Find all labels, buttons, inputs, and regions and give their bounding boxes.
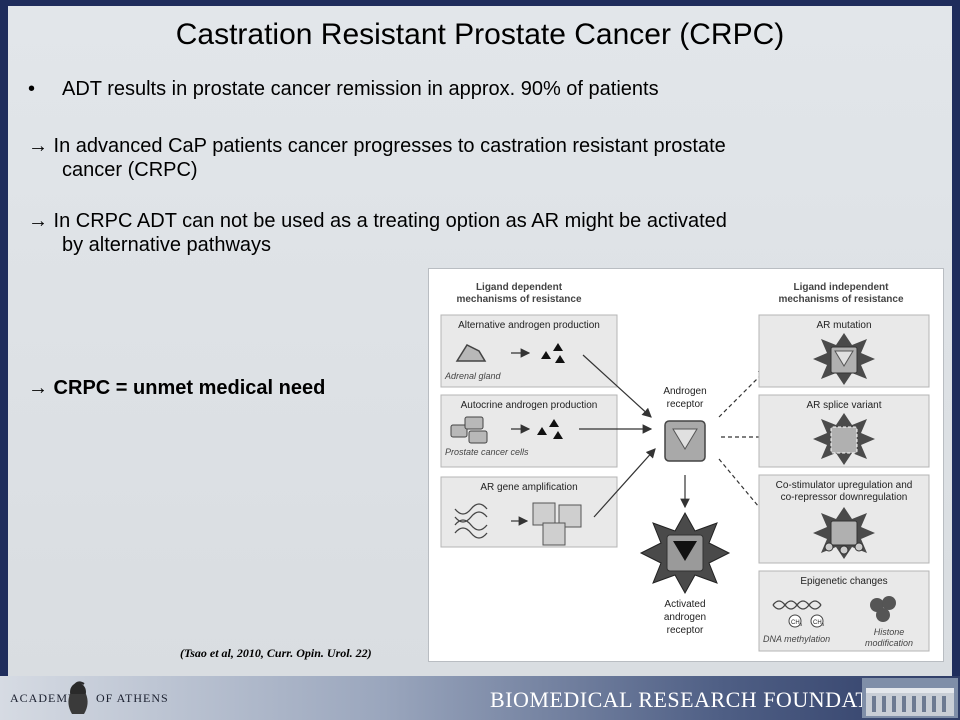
footer-academy: ACADEMY [10, 691, 78, 705]
ch3-sub-1: 3 [800, 622, 803, 627]
left-header-line1: Ligand dependent [476, 282, 563, 293]
arrow-box3-to-receptor [593, 448, 656, 518]
costimulator-receptor-icon [830, 520, 858, 546]
box2-title: Autocrine androgen production [461, 400, 598, 411]
arrow-bullet-crpc-adt: → In CRPC ADT can not be used as a treat… [28, 210, 727, 232]
r4-title: Epigenetic changes [800, 576, 887, 587]
footer-of-athens: OF ATHENS [96, 691, 169, 705]
r2-title: AR splice variant [806, 400, 881, 411]
athena-logo-icon [68, 681, 88, 714]
ch3-label-1: CH [791, 620, 800, 626]
activated-label-line2: androgen [664, 612, 706, 623]
arrow-bullet-unmet-need: → CRPC = unmet medical need [28, 377, 326, 399]
activated-label-line3: receptor [667, 625, 704, 636]
ch3-badge-1 [788, 614, 802, 628]
citation: (Tsao et al, 2010, Curr. Opin. Urol. 22) [180, 646, 372, 660]
ch3-sub-2: 3 [822, 622, 825, 627]
dna-strand-icon [454, 503, 488, 539]
arrow-box1-to-receptor [582, 354, 652, 418]
arrow-bullet-advanced-cap: → In advanced CaP patients cancer progre… [28, 135, 726, 157]
box3-title: AR gene amplification [480, 482, 577, 493]
activated-label-line1: Activated [664, 599, 705, 610]
bound-androgen-icon [673, 541, 697, 561]
right-header-line2: mechanisms of resistance [778, 294, 903, 305]
r1-title: AR mutation [816, 320, 871, 331]
footer-foundation-name: BIOMEDICAL RESEARCH FOUNDATION [490, 687, 910, 712]
histone-icon-3 [876, 608, 890, 622]
footer-bar: ACADEMY OF ATHENS BIOMEDICAL RESEARCH FO… [0, 676, 960, 720]
resistance-mechanisms-figure: Ligand dependent mechanisms of resistanc… [428, 268, 944, 662]
receptor-copy-2 [558, 504, 582, 528]
histone-caption-line1: Histone [874, 627, 905, 637]
androgen-molecules-icon-2 [537, 419, 563, 439]
box2-caption: Prostate cancer cells [445, 447, 529, 457]
mutated-pocket-icon [834, 350, 854, 367]
dna-caption: DNA methylation [763, 634, 830, 644]
receptor-copy-1 [532, 502, 556, 526]
bullet-marker: • [28, 78, 36, 100]
r3-title-line2: co-repressor downregulation [781, 492, 908, 503]
cancer-cell-icon-3 [468, 430, 488, 444]
histone-caption-line2: modification [865, 638, 913, 648]
box1-caption: Adrenal gland [444, 371, 502, 381]
arrow-bullet-crpc-adt-cont: by alternative pathways [62, 234, 272, 256]
ligand-pocket-icon [672, 428, 698, 450]
coactivator-dot-2 [839, 545, 849, 555]
figure-diagram: Ligand dependent mechanisms of resistanc… [440, 282, 930, 652]
left-header-line2: mechanisms of resistance [456, 294, 581, 305]
dna-methylation-icon [772, 600, 822, 610]
ch3-label-2: CH [813, 620, 822, 626]
coactivator-dot-1 [824, 542, 834, 552]
adrenal-gland-icon [455, 344, 487, 362]
building-photo-icon [862, 678, 958, 718]
box1-title: Alternative androgen production [458, 320, 600, 331]
r3-title-line1: Co-stimulator upregulation and [776, 480, 913, 491]
cancer-cell-icon-1 [450, 424, 468, 438]
androgen-molecules-icon [541, 343, 565, 363]
center-label-line1: Androgen [663, 386, 706, 397]
coactivator-dot-3 [854, 542, 864, 552]
receptor-copy-3 [542, 522, 566, 546]
arrow-bullet-advanced-cap-cont: cancer (CRPC) [62, 159, 198, 181]
slide-title: Castration Resistant Prostate Cancer (CR… [175, 18, 785, 51]
splice-receptor-icon [830, 426, 858, 454]
bullet-adt-remission: ADT results in prostate cancer remission… [62, 78, 659, 100]
box-epigenetic [758, 570, 930, 652]
cancer-cell-icon-2 [464, 416, 484, 430]
box-ar-amplification [440, 476, 618, 548]
right-header-line1: Ligand independent [794, 282, 890, 293]
ch3-badge-2 [810, 614, 824, 628]
center-label-line2: receptor [667, 399, 704, 410]
histone-icon-2 [882, 596, 896, 610]
